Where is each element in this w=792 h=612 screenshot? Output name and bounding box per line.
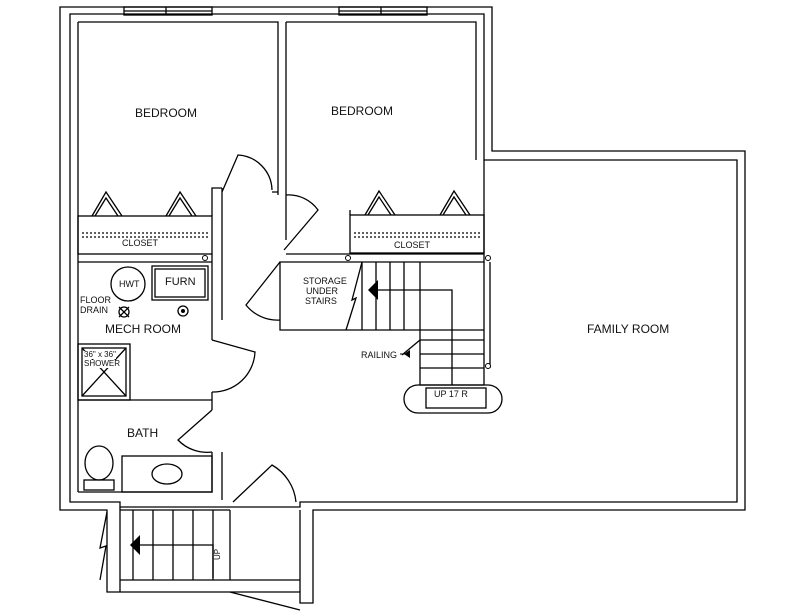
bath-label: BATH [127, 426, 159, 440]
toilet-bowl [84, 445, 114, 481]
floor-drain-label-1: FLOOR [80, 295, 112, 305]
exterior-wall-outer [59, 6, 746, 604]
stair-landing [403, 384, 503, 414]
vanity [121, 455, 213, 493]
door-swing-storage [245, 261, 281, 321]
bifold-door-left-1 [91, 190, 123, 217]
exterior-wall-inner [69, 13, 738, 508]
furn-label: FURN [165, 276, 196, 288]
family-room-label: FAMILY ROOM [587, 322, 670, 336]
mech-room-label: MECH ROOM [105, 322, 181, 336]
shower-label: SHOWER [84, 359, 120, 369]
floor-drain-label-2: DRAIN [80, 305, 109, 315]
up-arrow-line [378, 289, 453, 385]
bedroom-left-walls [77, 21, 279, 492]
sump-symbol [177, 305, 189, 317]
sump-dot [181, 309, 185, 313]
exterior-up-line [140, 544, 214, 578]
exterior-stair-arrow [130, 535, 140, 555]
exterior-up-label: UP [213, 548, 222, 560]
exterior-stair-break [99, 511, 108, 581]
stair-break-line [345, 261, 363, 331]
door-swing-mech [211, 339, 256, 393]
shower-size-label: 36" x 36" [84, 350, 116, 360]
railing-label: RAILING [361, 350, 398, 360]
bedroom-right-walls [285, 21, 477, 195]
closet-right-label: CLOSET [394, 240, 431, 250]
toilet-tank [83, 479, 115, 491]
closet-left [77, 215, 213, 255]
exterior-stair-treads [119, 507, 301, 592]
door-swing-bath [177, 409, 213, 453]
bifold-door-left-2 [165, 190, 197, 217]
storage-label-1: STORAGE [303, 276, 347, 286]
storage-label-3: STAIRS [305, 296, 337, 306]
floor-drain-symbol [118, 306, 130, 318]
main-stair-arrow [368, 280, 378, 300]
door-swing-bedroom-right [283, 194, 319, 251]
bifold-door-right-2 [439, 189, 471, 216]
up-17r-label: UP 17 R [434, 389, 468, 399]
door-swing-bedroom-left [221, 154, 273, 193]
shower-stall [77, 343, 131, 401]
hallway-wall-left [78, 188, 223, 410]
bedroom-left-label: BEDROOM [135, 106, 198, 120]
bedroom-right-label: BEDROOM [331, 104, 394, 118]
door-swing-exterior [232, 464, 297, 503]
furnace-box [151, 265, 209, 301]
main-stair-treads [361, 262, 485, 386]
hwt-circle [110, 266, 146, 302]
bifold-door-right-1 [364, 189, 396, 216]
storage-label-2: UNDER [306, 286, 339, 296]
closet-left-label: CLOSET [122, 238, 159, 248]
sink [151, 463, 183, 485]
hwt-label: HWT [119, 279, 140, 289]
